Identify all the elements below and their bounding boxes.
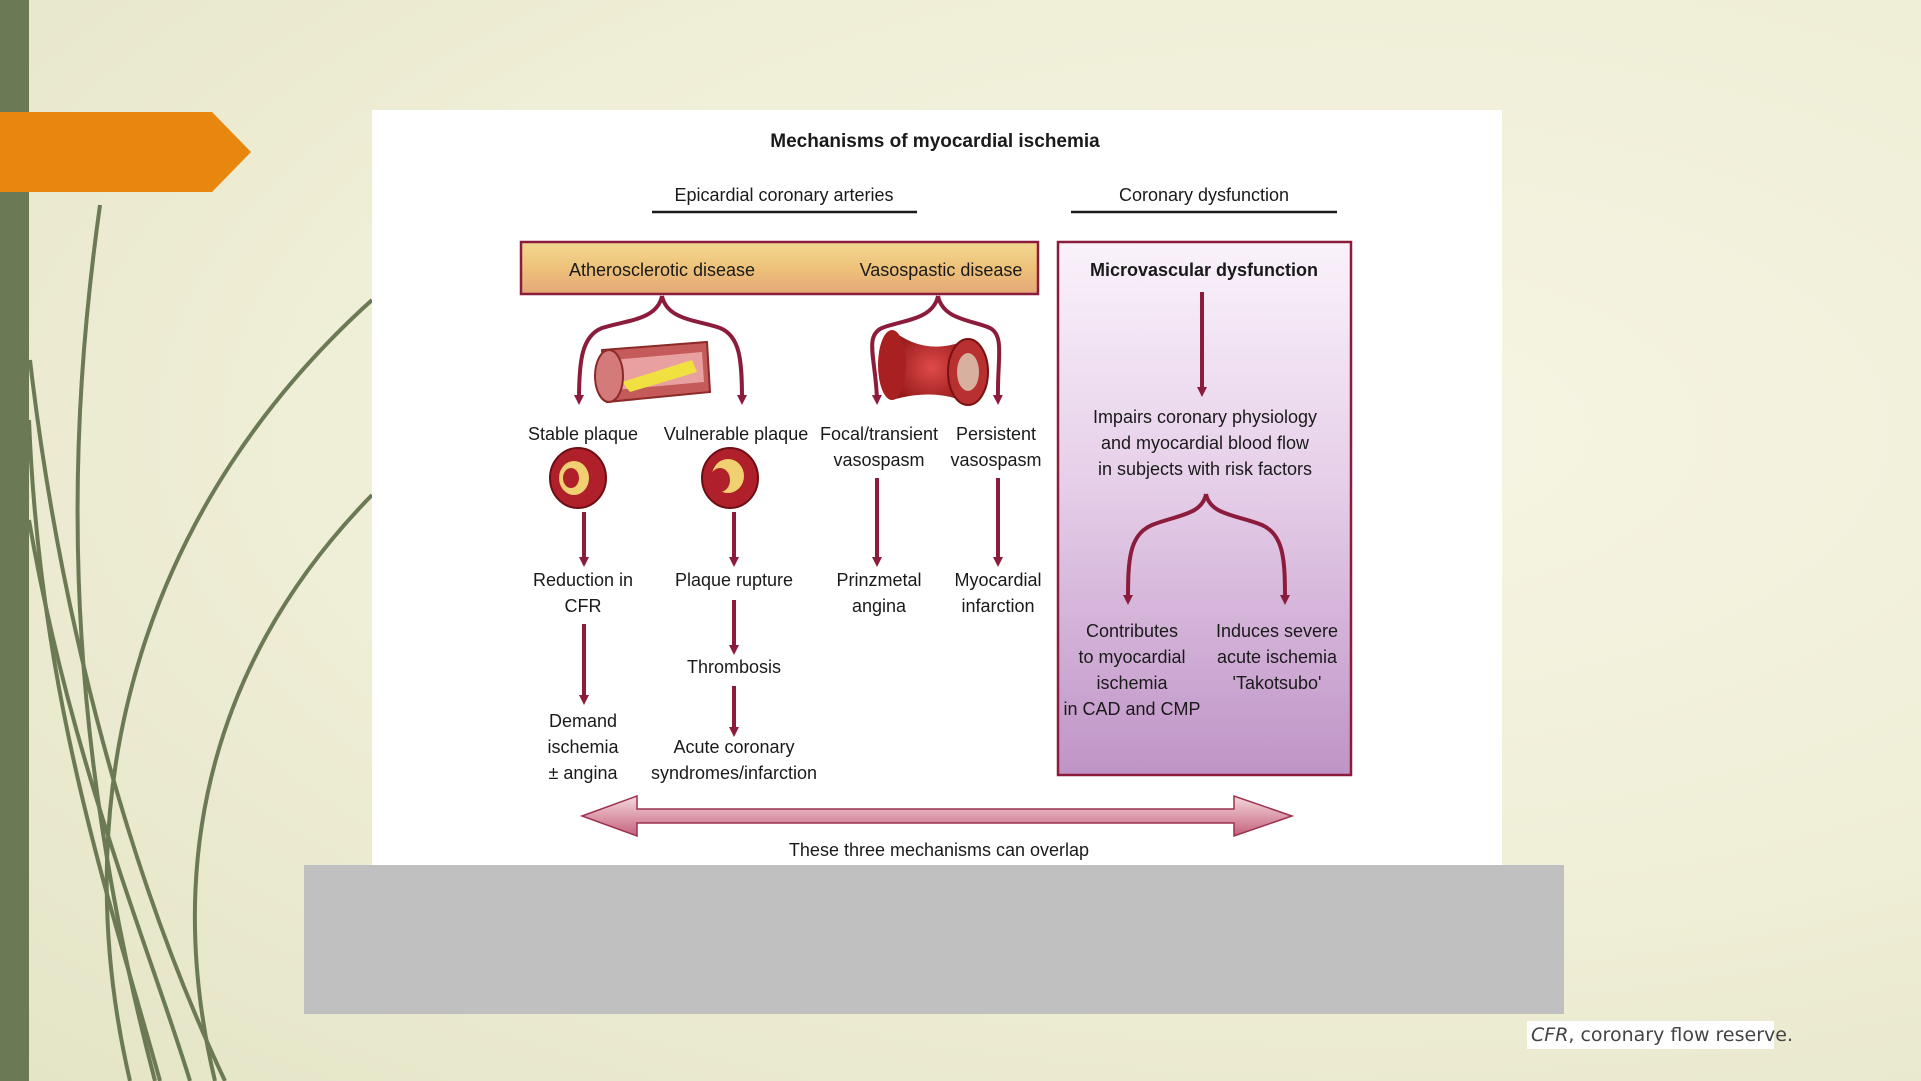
ischemia-figure: Mechanisms of myocardial ischemia Epicar… xyxy=(372,110,1502,865)
label-thrombosis: Thrombosis xyxy=(687,657,781,677)
orange-tab-shape xyxy=(0,112,251,192)
label-focal-1: Focal/transient xyxy=(820,424,938,444)
label-focal-2: vasospasm xyxy=(833,450,924,470)
label-contributes-3: ischemia xyxy=(1096,673,1168,693)
label-vulnerable-plaque: Vulnerable plaque xyxy=(664,424,808,444)
header-epicardial: Epicardial coronary arteries xyxy=(674,185,893,205)
label-stable-plaque: Stable plaque xyxy=(528,424,638,444)
label-induces-3: 'Takotsubo' xyxy=(1233,673,1322,693)
label-mi-2: infarction xyxy=(961,596,1034,616)
micro-flow-arrows xyxy=(1123,292,1290,605)
overlap-double-arrow xyxy=(579,794,1295,838)
label-prinzmetal-2: angina xyxy=(852,596,907,616)
footnote: CFR, coronary flow reserve. xyxy=(1527,1021,1793,1049)
label-prinzmetal-1: Prinzmetal xyxy=(836,570,921,590)
ischemia-diagram: Mechanisms of myocardial ischemia Epicar… xyxy=(519,131,1353,860)
disease-band xyxy=(519,240,1040,296)
label-mi-1: Myocardial xyxy=(954,570,1041,590)
label-contributes-2: to myocardial xyxy=(1078,647,1185,667)
decorative-leaves xyxy=(27,204,374,1081)
label-contributes-1: Contributes xyxy=(1086,621,1178,641)
gray-caption-box xyxy=(304,865,1564,1014)
band-vasospastic: Vasospastic disease xyxy=(860,260,1023,280)
vulnerable-plaque-icon xyxy=(701,447,759,509)
figure-title: Mechanisms of myocardial ischemia xyxy=(770,131,1100,152)
stable-plaque-icon xyxy=(549,447,607,509)
label-impairs-2: and myocardial blood flow xyxy=(1101,433,1310,453)
label-plaque-rupture: Plaque rupture xyxy=(675,570,793,590)
label-persistent-1: Persistent xyxy=(956,424,1036,444)
microvascular-box xyxy=(1056,240,1353,777)
fork-arrows-vasospastic xyxy=(870,295,1003,405)
label-demand-1: Demand xyxy=(549,711,617,731)
label-reduction-1: Reduction in xyxy=(533,570,633,590)
footnote-abbr: CFR xyxy=(1531,1024,1569,1046)
artery-plaque-illustration xyxy=(594,340,712,404)
micro-title: Microvascular dysfunction xyxy=(1090,260,1318,280)
band-atherosclerotic: Atherosclerotic disease xyxy=(569,260,755,280)
label-impairs-3: in subjects with risk factors xyxy=(1098,459,1312,479)
label-demand-3: ± angina xyxy=(549,763,619,783)
footnote-text: , coronary flow reserve. xyxy=(1568,1024,1793,1046)
label-impairs-1: Impairs coronary physiology xyxy=(1093,407,1317,427)
fork-arrows-atherosclerotic xyxy=(574,295,747,405)
flow-arrows xyxy=(579,478,1003,737)
header-dysfunction: Coronary dysfunction xyxy=(1119,185,1289,205)
label-demand-2: ischemia xyxy=(547,737,619,757)
label-induces-1: Induces severe xyxy=(1216,621,1338,641)
label-induces-2: acute ischemia xyxy=(1217,647,1338,667)
label-contributes-4: in CAD and CMP xyxy=(1063,699,1200,719)
vessel-vasospasm-illustration xyxy=(878,330,989,406)
label-acs-2: syndromes/infarction xyxy=(651,763,817,783)
label-overlap: These three mechanisms can overlap xyxy=(789,840,1089,860)
label-persistent-2: vasospasm xyxy=(950,450,1041,470)
label-acs-1: Acute coronary xyxy=(673,737,794,757)
label-reduction-2: CFR xyxy=(565,596,602,616)
